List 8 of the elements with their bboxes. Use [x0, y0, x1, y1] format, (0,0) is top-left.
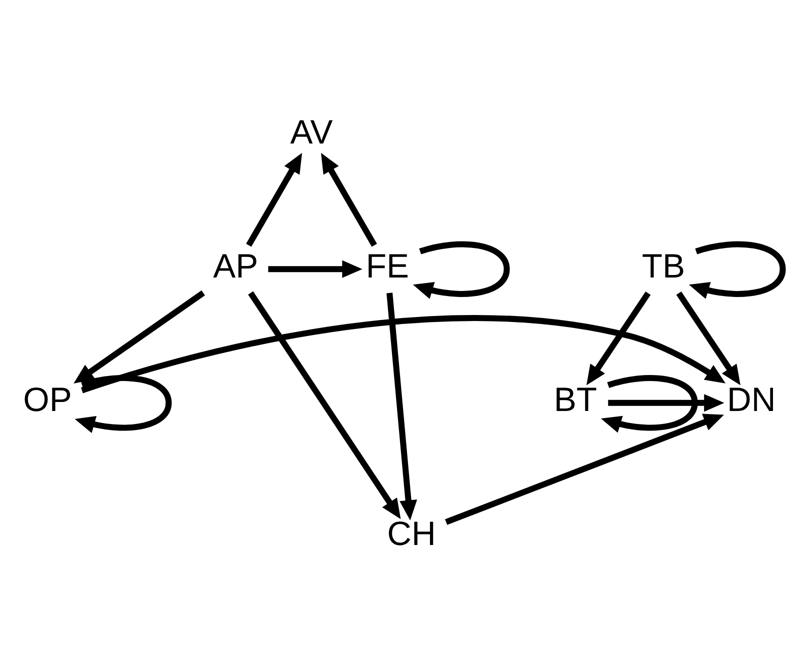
node-text: AV	[290, 114, 333, 152]
node-text: OP	[23, 381, 72, 420]
node-text: FE	[366, 247, 409, 286]
node-text: AP	[213, 247, 258, 286]
node-text: BT	[554, 381, 598, 420]
node-text: DN	[727, 381, 776, 420]
node-text: CH	[387, 514, 436, 553]
node-text: TB	[642, 247, 686, 286]
